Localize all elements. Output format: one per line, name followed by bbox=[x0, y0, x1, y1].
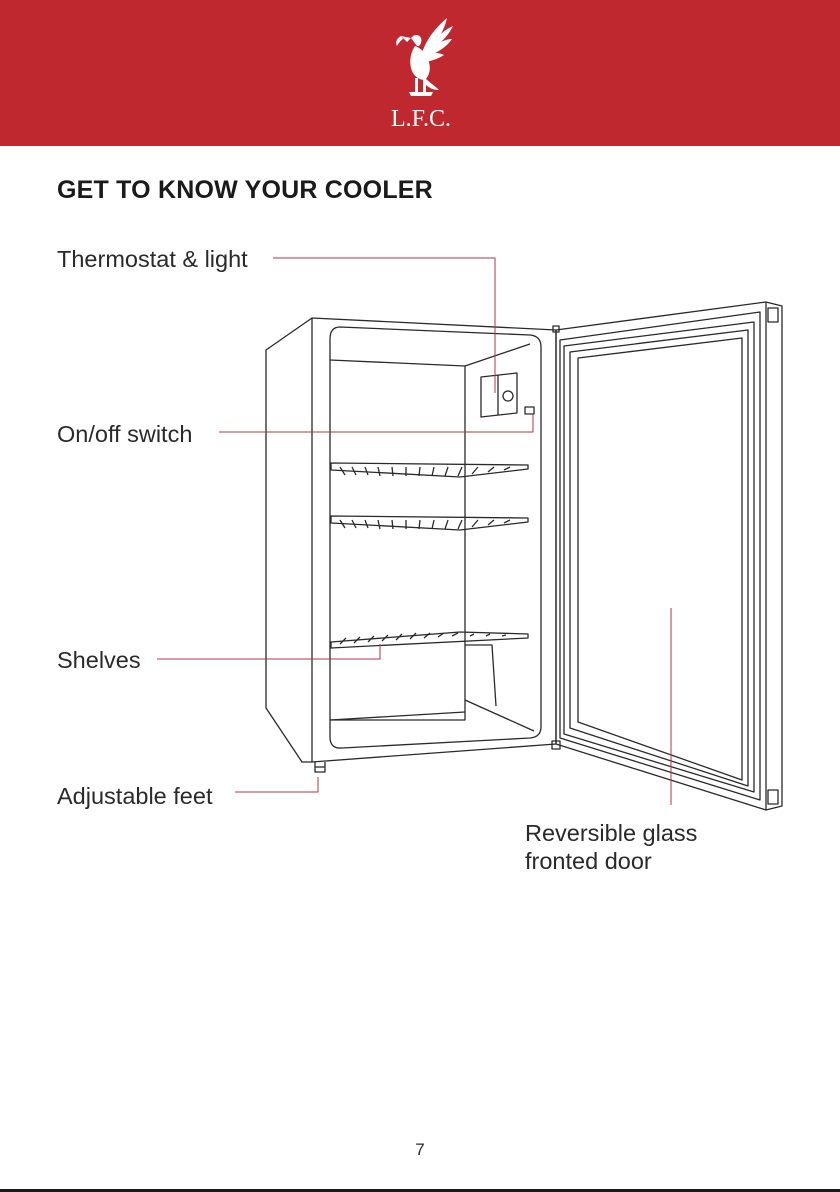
thermostat-dial bbox=[503, 391, 513, 401]
shelf-2 bbox=[331, 516, 528, 530]
cabinet-front-frame bbox=[312, 318, 556, 762]
cabinet-side-panel bbox=[266, 318, 312, 762]
thermostat-housing bbox=[481, 373, 517, 417]
leader-shelves bbox=[157, 644, 380, 659]
door-glass-panel bbox=[578, 338, 742, 780]
leader-feet bbox=[235, 777, 318, 792]
cabinet-interior-opening bbox=[330, 327, 541, 748]
on-off-switch bbox=[525, 407, 534, 414]
interior-back-wall bbox=[330, 360, 465, 720]
shelf-3 bbox=[331, 632, 528, 648]
shelf-1 bbox=[331, 463, 528, 477]
page-number: 7 bbox=[0, 1140, 840, 1160]
